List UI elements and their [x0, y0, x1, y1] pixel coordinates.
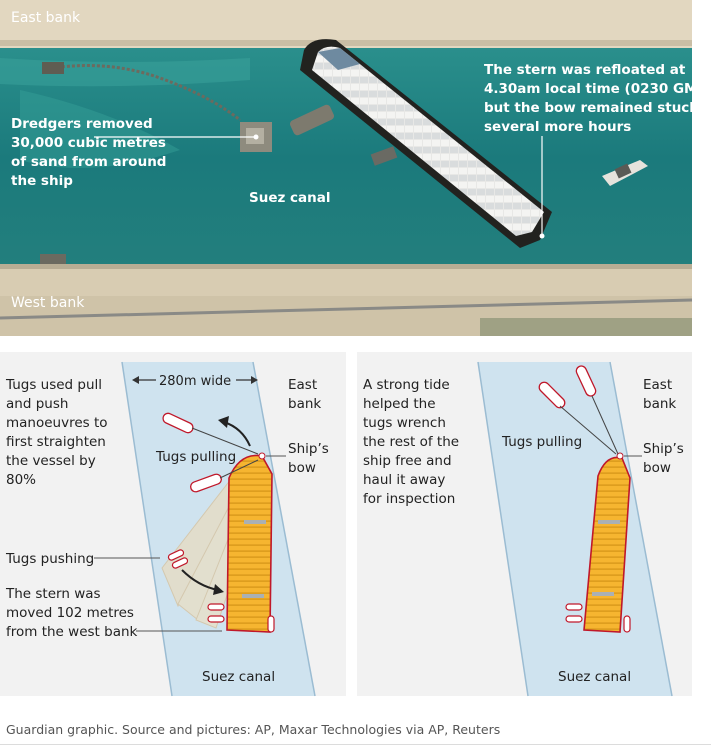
- svg-text:several more hours: several more hours: [484, 119, 631, 135]
- svg-text:4.30am local time (0230 GMT): 4.30am local time (0230 GMT): [484, 81, 711, 97]
- svg-text:The stern was: The stern was: [5, 586, 101, 602]
- svg-text:first straighten: first straighten: [6, 434, 106, 450]
- svg-text:and push: and push: [6, 396, 68, 412]
- tug-pulling-panel-2b: [575, 365, 597, 397]
- svg-text:Ship’s: Ship’s: [643, 441, 684, 457]
- svg-text:30,000 cubic metres: 30,000 cubic metres: [11, 135, 166, 151]
- footer-divider: [0, 744, 711, 745]
- width-label: 280m wide: [159, 374, 231, 389]
- dredger-pipeline: [51, 64, 241, 122]
- svg-text:from the west bank: from the west bank: [6, 624, 138, 640]
- svg-text:but the bow remained stuck for: but the bow remained stuck for: [484, 100, 711, 116]
- svg-text:bank: bank: [288, 396, 321, 412]
- svg-text:helped the: helped the: [363, 396, 436, 412]
- ships-bow-label-panel-2: Ship’s bow: [643, 441, 684, 476]
- svg-text:haul it away: haul it away: [363, 472, 445, 488]
- svg-text:East: East: [288, 377, 317, 393]
- svg-text:bow: bow: [643, 460, 671, 476]
- suez-canal-label-panel-1: Suez canal: [202, 669, 275, 685]
- east-bank-label-panel-1: East bank: [288, 377, 321, 412]
- tug-pushing: [167, 549, 189, 569]
- suez-canal-label-panel-2: Suez canal: [558, 669, 631, 685]
- canal-band-2: [478, 362, 672, 696]
- tug-pulling-panel-2a: [538, 381, 566, 409]
- container-ship-photo: [300, 39, 552, 248]
- intro-text-panel-2: A strong tide helped the tugs wrench the…: [363, 377, 459, 507]
- svg-text:Tugs used pull: Tugs used pull: [5, 377, 102, 393]
- tugs-pulling-label-panel-1: Tugs pulling: [155, 449, 236, 465]
- svg-text:Ship’s: Ship’s: [288, 441, 329, 457]
- svg-text:East: East: [643, 377, 672, 393]
- svg-text:A strong tide: A strong tide: [363, 377, 450, 393]
- svg-text:moved 102 metres: moved 102 metres: [6, 605, 134, 621]
- diagram-panel-2: A strong tide helped the tugs wrench the…: [357, 352, 692, 697]
- dredgers-annotation: Dredgers removed 30,000 cubic metres of …: [11, 116, 166, 189]
- svg-text:Dredgers removed: Dredgers removed: [11, 116, 153, 132]
- svg-text:the rest of the: the rest of the: [363, 434, 459, 450]
- ship-panel-2: [583, 452, 631, 633]
- tug-boat-photo: [602, 160, 648, 186]
- diagram-panel-1: 280m wide: [0, 352, 346, 697]
- suez-canal-photo-label: Suez canal: [249, 190, 331, 206]
- svg-text:ship free and: ship free and: [363, 453, 452, 469]
- west-bank-label: West bank: [11, 295, 85, 311]
- intro-text-panel-1: Tugs used pull and push manoeuvres to fi…: [5, 377, 108, 488]
- ship-panel-1: [226, 452, 273, 633]
- stern-moved-label: The stern was moved 102 metres from the …: [5, 586, 138, 640]
- east-bank-label-panel-2: East bank: [643, 377, 676, 412]
- tug-pulling-1: [162, 412, 194, 434]
- svg-text:The stern was refloated at: The stern was refloated at: [484, 62, 686, 78]
- svg-text:tugs wrench: tugs wrench: [363, 415, 446, 431]
- tugs-pulling-label-panel-2: Tugs pulling: [501, 434, 582, 450]
- tug-stern-panel-2: [565, 603, 631, 633]
- svg-text:the vessel by: the vessel by: [6, 453, 96, 469]
- svg-text:the ship: the ship: [11, 173, 73, 189]
- svg-text:80%: 80%: [6, 472, 36, 488]
- satellite-photo: East bank West bank Dredgers removed 30,…: [0, 0, 711, 336]
- tugs-pushing-label: Tugs pushing: [5, 551, 94, 567]
- svg-text:manoeuvres to: manoeuvres to: [6, 415, 108, 431]
- east-bank-label: East bank: [11, 10, 81, 26]
- svg-text:of sand from around: of sand from around: [11, 154, 166, 170]
- source-caption: Guardian graphic. Source and pictures: A…: [6, 722, 501, 737]
- svg-text:for inspection: for inspection: [363, 491, 455, 507]
- tug-stern: [207, 603, 275, 633]
- svg-text:bank: bank: [643, 396, 676, 412]
- stern-annotation: The stern was refloated at 4.30am local …: [484, 62, 711, 135]
- svg-text:bow: bow: [288, 460, 316, 476]
- ships-bow-label-panel-1: Ship’s bow: [288, 441, 329, 476]
